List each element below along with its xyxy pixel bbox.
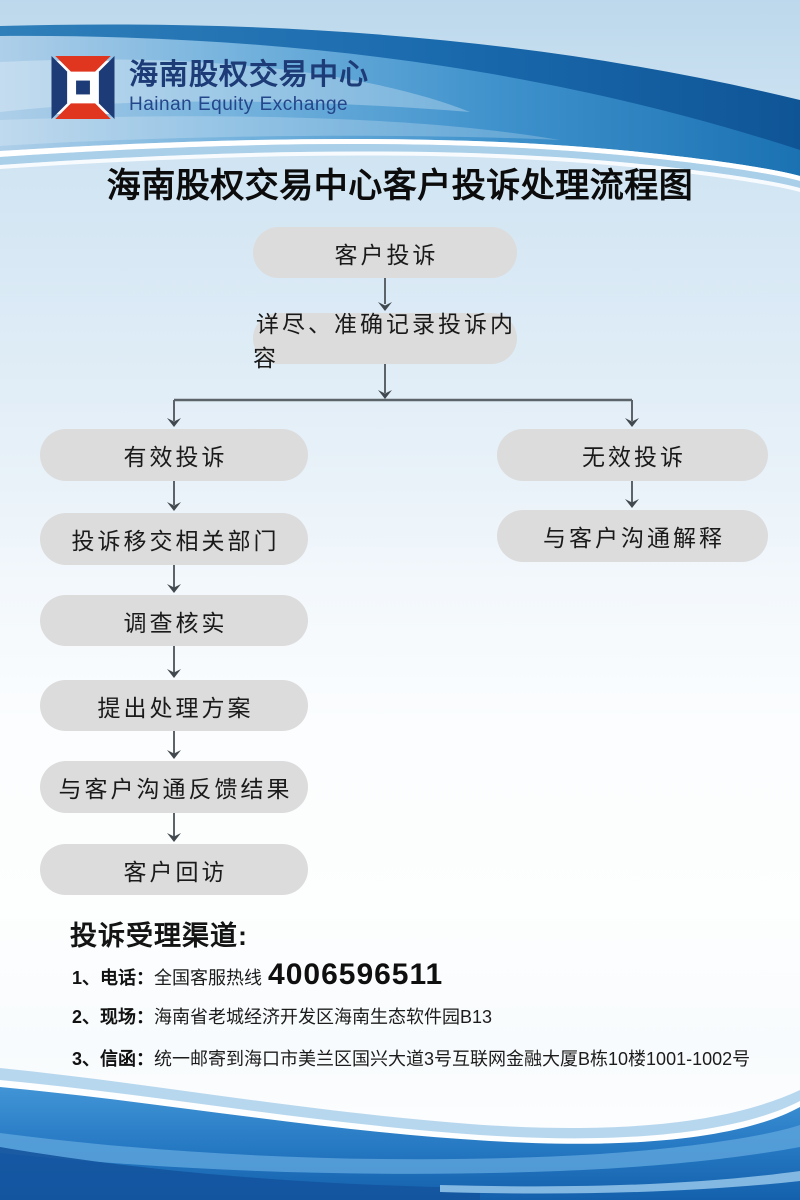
flow-node-propose-solution: 提出处理方案 — [40, 680, 308, 731]
brand-name-en: Hainan Equity Exchange — [129, 93, 349, 115]
channel-mail-text: 统一邮寄到海口市美兰区国兴大道3号互联网金融大厦B栋10楼1001-1002号 — [154, 1049, 751, 1069]
flow-node-communicate-explain: 与客户沟通解释 — [497, 510, 768, 562]
flow-node-customer-followup: 客户回访 — [40, 844, 308, 895]
brand-name-zh: 海南股权交易中心 — [129, 59, 370, 92]
channel-phone-label: 1、电话： — [72, 968, 155, 988]
channel-phone-text: 全国客服热线 — [154, 968, 263, 988]
page-title: 海南股权交易中心客户投诉处理流程图 — [106, 168, 694, 205]
flow-node-investigate-verify: 调查核实 — [40, 595, 308, 646]
channels-heading: 投诉受理渠道: — [70, 921, 248, 951]
channel-phone-number: 4006596511 — [268, 958, 444, 991]
channel-mail-label: 3、信函： — [72, 1049, 155, 1069]
flow-node-invalid-complaint: 无效投诉 — [497, 429, 768, 481]
flow-node-transfer-to-department: 投诉移交相关部门 — [40, 513, 308, 565]
flow-node-record-complaint: 详尽、准确记录投诉内容 — [253, 311, 517, 371]
channel-onsite: 2、现场：海南省老城经济开发区海南生态软件园B13 — [72, 1003, 492, 1029]
channel-onsite-label: 2、现场： — [72, 1007, 155, 1027]
bottom-wave-decoration — [0, 1068, 800, 1200]
channel-mail: 3、信函：统一邮寄到海口市美兰区国兴大道3号互联网金融大厦B栋10楼1001-1… — [72, 1045, 750, 1071]
flow-node-customer-complaint: 客户投诉 — [253, 227, 517, 278]
top-wave-decoration — [0, 24, 800, 192]
hainan-equity-exchange-logo-icon — [51, 56, 115, 119]
channel-onsite-text: 海南省老城经济开发区海南生态软件园B13 — [154, 1007, 493, 1027]
flow-node-valid-complaint: 有效投诉 — [40, 429, 308, 481]
brand-header: 海南股权交易中心 Hainan Equity Exchange — [50, 56, 369, 119]
flow-node-feedback-result: 与客户沟通反馈结果 — [40, 761, 308, 813]
